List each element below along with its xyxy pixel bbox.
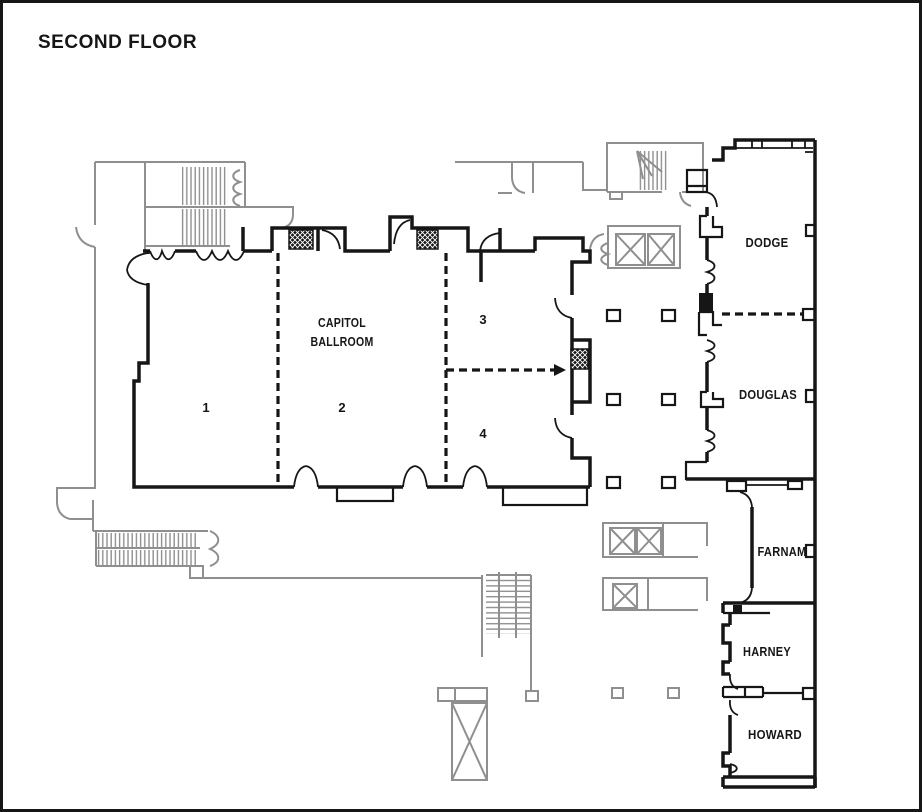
guest-wing-walls — [684, 138, 817, 789]
ballroom-name-line2: BALLROOM — [311, 335, 374, 349]
service-panel-icon — [570, 348, 589, 370]
folding-door-icon — [729, 763, 738, 774]
room-harney-label: HARNEY — [743, 645, 791, 659]
column-marker — [605, 392, 622, 407]
ballroom-section-3-label: 3 — [479, 312, 486, 327]
elevator-bank-mid-a — [602, 522, 708, 558]
door-swing-icon — [321, 229, 341, 250]
door-swing-icon — [554, 297, 573, 319]
service-panel-icon — [416, 229, 439, 250]
column-marker — [605, 475, 622, 490]
top-corridor-outline — [455, 161, 607, 194]
door-swing-icon — [56, 502, 71, 520]
column-marker — [667, 687, 680, 699]
elevator-shaft-icon — [451, 702, 488, 781]
upper-left-lobby-outline — [56, 161, 245, 531]
elevator-bank-top — [600, 225, 681, 269]
elevator-icon — [636, 527, 662, 555]
folding-door-icon — [703, 339, 716, 363]
door-swing-icon — [679, 191, 692, 207]
room-douglas-label: DOUGLAS — [739, 388, 797, 402]
column-marker — [660, 475, 677, 490]
folding-door-icon — [703, 429, 716, 453]
page-title: SECOND FLOOR — [38, 32, 197, 53]
elevator-icon — [647, 233, 675, 266]
folding-door-icon — [207, 530, 220, 567]
folding-door-icon — [232, 169, 244, 207]
partition-arrow-icon — [554, 364, 566, 376]
door-swing-icon — [704, 191, 718, 208]
folding-door-icon — [703, 259, 716, 285]
column-marker — [611, 687, 624, 699]
elevator-bank-mid-b — [602, 577, 708, 611]
elevator-icon — [612, 583, 638, 609]
door-swing-icon — [75, 226, 96, 248]
door-swing-icon — [293, 465, 319, 488]
door-swing-icon — [511, 177, 526, 194]
door-swing-icon — [479, 232, 501, 252]
folding-door-icon — [149, 248, 176, 261]
column-marker — [605, 308, 622, 323]
folding-door-icon — [600, 242, 612, 266]
elevator-icon — [609, 527, 636, 555]
service-chase — [699, 293, 713, 312]
window-tick — [804, 388, 817, 404]
gray-structure — [56, 142, 708, 781]
window-tick — [804, 223, 817, 238]
stage-nook — [335, 485, 395, 503]
column-marker — [660, 308, 677, 323]
ballroom-partitions — [276, 253, 566, 487]
door-swing-icon — [729, 673, 739, 690]
room-dodge-label: DODGE — [746, 236, 789, 250]
service-panel-icon — [288, 229, 314, 250]
ballroom-section-1-label: 1 — [202, 400, 209, 415]
lower-stairs-icon — [197, 572, 539, 781]
ballroom-section-2-label: 2 — [338, 400, 345, 415]
door-swing-icon — [739, 491, 753, 508]
room-howard-label: HOWARD — [748, 728, 802, 742]
corridor-columns — [605, 308, 677, 490]
ballroom-name-line1: CAPITOL — [318, 316, 366, 330]
window-mullions — [728, 140, 813, 153]
door-swing-icon — [554, 417, 573, 439]
door-swing-icon — [393, 219, 411, 245]
door-swing-icon — [729, 699, 739, 716]
stage-nook — [501, 485, 589, 507]
ballroom-section-4-label: 4 — [479, 426, 487, 441]
column-marker — [660, 392, 677, 407]
window-tick — [804, 543, 817, 559]
door-swing-icon — [402, 465, 428, 488]
door-swing-icon — [126, 252, 149, 286]
elevator-icon — [615, 233, 646, 266]
door-swing-icon — [589, 233, 605, 250]
folding-door-icon — [195, 248, 245, 261]
service-panels — [288, 229, 589, 370]
escalator-icon — [93, 530, 220, 579]
door-swing-icon — [462, 465, 488, 488]
room-farnam-label: FARNAM — [758, 545, 807, 559]
